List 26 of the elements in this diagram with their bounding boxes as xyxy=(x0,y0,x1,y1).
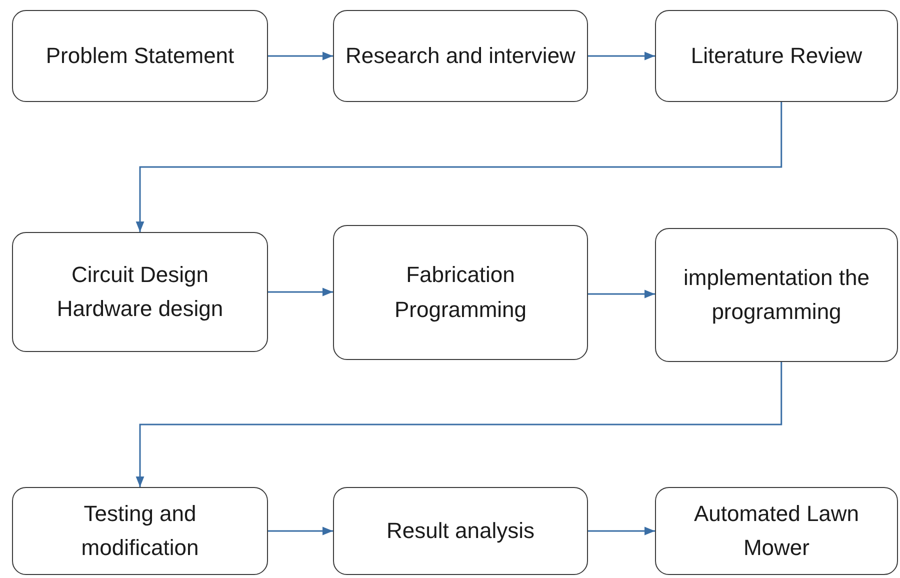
node-label: Automated Lawn Mower xyxy=(692,500,860,562)
process-box xyxy=(333,225,588,360)
node-label: implementation the programming xyxy=(682,264,870,326)
process-box xyxy=(655,487,898,575)
process-box xyxy=(12,10,268,102)
node-label: Fabrication Programming xyxy=(393,261,528,324)
process-box xyxy=(12,232,268,352)
process-box xyxy=(655,10,898,102)
node-label: Literature Review xyxy=(690,42,862,70)
arrow xyxy=(136,102,782,232)
node-label: Circuit Design Hardware design xyxy=(56,260,224,323)
arrow xyxy=(588,290,655,298)
node-label: Testing and modification xyxy=(80,500,200,562)
arrow xyxy=(268,52,333,60)
process-box xyxy=(12,487,268,575)
node-label: Research and interview xyxy=(346,42,576,70)
arrow xyxy=(268,526,333,536)
process-box xyxy=(333,487,588,575)
arrow xyxy=(268,288,333,296)
arrow xyxy=(136,362,782,487)
process-box xyxy=(655,228,898,362)
arrow xyxy=(588,526,655,536)
node-label: Result analysis xyxy=(386,516,534,545)
arrow xyxy=(588,52,655,60)
node-label: Problem Statement xyxy=(46,42,234,70)
process-box xyxy=(333,10,588,102)
